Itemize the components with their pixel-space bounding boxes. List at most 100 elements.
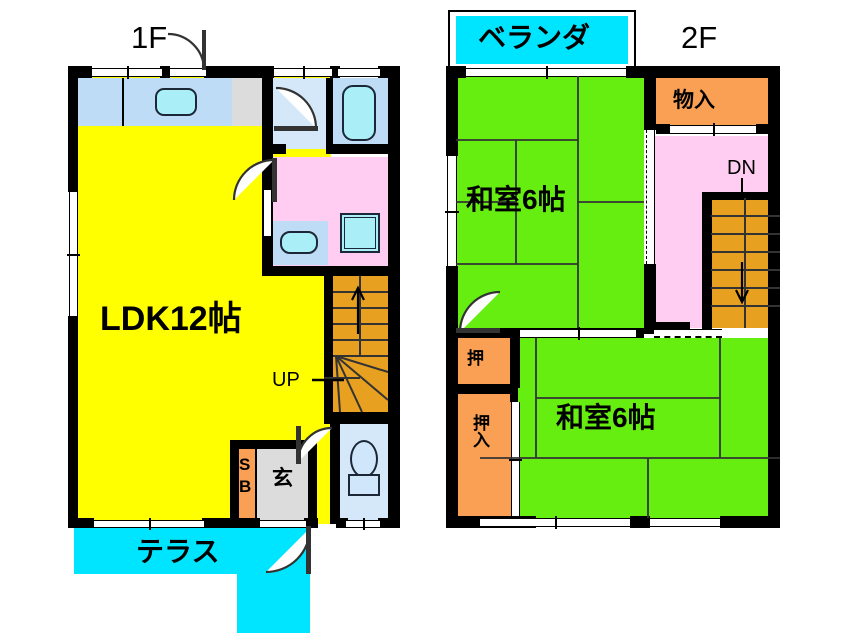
wall-1f-genkan-top [230, 440, 316, 449]
wall-2f-room-right-b [644, 264, 656, 334]
wall-2f-storage-bottom [656, 124, 670, 134]
storage-floor [656, 76, 780, 128]
wall-2f-left-mid [446, 266, 458, 328]
wall-1f-bath-bottom [262, 144, 286, 154]
wall-1f-bottom-f [378, 518, 400, 528]
wall-2f-right [768, 66, 780, 528]
label-closet-lower: 押入 [467, 414, 490, 455]
wall-1f-wash-bottom [262, 266, 388, 276]
stair-treads-1f [324, 276, 389, 413]
tatami-lines-north [456, 76, 644, 328]
wall-1f-right-stair [388, 266, 400, 426]
window-2f-south-b[interactable] [650, 518, 720, 527]
wall-1f-top-b [160, 66, 170, 78]
label-washitsu-north: 和室6帖 [466, 184, 566, 215]
wall-1f-right-toilet [388, 424, 400, 528]
door-arc-1f-dressing [274, 86, 318, 131]
window-1f-kitchen[interactable] [92, 66, 162, 79]
stair-arrow-1f [351, 285, 365, 334]
floor-tag-1f: 1F [131, 20, 168, 55]
closet-upper-floor [458, 338, 512, 386]
label-up: UP [272, 369, 300, 391]
wall-2f-closet-divider [446, 384, 518, 394]
wall-2f-top-a [446, 66, 466, 78]
window-2f-south[interactable] [480, 516, 630, 529]
floor-tag-2f: 2F [681, 20, 718, 55]
window-1f-washroom-west[interactable] [263, 190, 272, 236]
label-veranda: ベランダ [478, 22, 591, 53]
label-dn: DN [727, 157, 756, 179]
door-arc-1f-toilet [296, 426, 333, 464]
label-storage: 物入 [673, 89, 715, 112]
window-1f-ldk-west[interactable] [67, 192, 80, 316]
window-1f-bath-top-b[interactable] [338, 68, 380, 77]
closet-2f-door-lower[interactable] [509, 402, 522, 516]
wall-1f-bottom-e [336, 518, 348, 528]
wall-2f-room-right [644, 66, 656, 130]
door-arc-1f-top [167, 30, 206, 71]
washing-machine-inner [344, 217, 376, 249]
label-genkan: 玄 [272, 467, 293, 490]
wall-2f-stair-left [702, 192, 712, 334]
label-shoe-box-s: S [239, 455, 251, 474]
window-2f-veranda[interactable] [466, 66, 626, 79]
wall-1f-bath-left [262, 66, 273, 150]
wall-2f-closet-right-up [510, 330, 520, 388]
wall-2f-top-c [656, 66, 780, 78]
window-1f-entry-top[interactable] [170, 68, 206, 77]
wall-2f-bottom-c [630, 516, 650, 528]
veranda-floor [456, 16, 628, 64]
wall-2f-left-lower [446, 328, 458, 528]
wall-1f-bath-divider [326, 78, 333, 150]
window-2f-room-west[interactable] [445, 156, 459, 266]
fusuma-2f-south-room-top-a[interactable] [520, 327, 636, 340]
wall-1f-genkan-left [230, 440, 239, 524]
wall-1f-stair-bottom [324, 412, 388, 424]
wall-1f-bottom-b [202, 518, 234, 528]
partition-2f-fusuma[interactable] [646, 130, 655, 264]
wall-1f-top-c [204, 66, 270, 78]
wall-1f-genkan-right [308, 440, 317, 524]
label-closet-lower-text: 押入 [469, 414, 489, 448]
kitchen-counter-divider [122, 78, 124, 126]
kitchen-sink [155, 88, 197, 116]
washitsu-south-floor [480, 338, 780, 518]
vanity-sink [280, 231, 318, 254]
label-ldk: LDK12帖 [100, 300, 242, 338]
wall-1f-right-upper [388, 66, 400, 274]
wall-2f-closet-right-lo [510, 390, 518, 402]
wall-1f-left-lower [68, 316, 78, 528]
window-1f-toilet-south[interactable] [346, 518, 380, 530]
wall-1f-sb-divider [255, 448, 257, 524]
bathtub [342, 85, 376, 141]
label-shoe-box-b: B [239, 477, 252, 496]
wall-1f-left [68, 66, 78, 192]
wall-2f-bottom-d [720, 516, 780, 528]
wall-1f-bath-bottom-b [326, 144, 388, 154]
door-arc-1f-entrance [265, 526, 312, 574]
window-1f-genkan-south[interactable] [260, 520, 306, 528]
door-arc-1f-washroom [232, 158, 277, 202]
fusuma-2f-south-room-top-b[interactable] [654, 329, 722, 338]
wall-2f-left-upper [446, 66, 458, 156]
toilet-tank [348, 474, 380, 496]
label-terrace: テラス [136, 536, 220, 567]
tatami-lines-south [480, 338, 780, 518]
wall-1f-bottom-a [68, 518, 94, 528]
stair-treads-2f [711, 198, 780, 328]
wall-1f-top-e [330, 66, 340, 78]
closet-lower-floor [458, 394, 512, 518]
wall-1f-top-a [68, 66, 92, 78]
window-1f-bath-top[interactable] [274, 66, 332, 79]
genkan-floor [256, 448, 312, 524]
wall-1f-bottom-c [234, 518, 260, 528]
door-arc-2f-north-room [456, 290, 501, 333]
window-2f-storage[interactable] [670, 123, 756, 136]
wall-2f-storage-bottom-b [756, 124, 780, 134]
wall-1f-top-f [378, 66, 390, 78]
window-1f-ldk-south[interactable] [94, 518, 204, 530]
wall-1f-toilet-left [330, 424, 340, 524]
